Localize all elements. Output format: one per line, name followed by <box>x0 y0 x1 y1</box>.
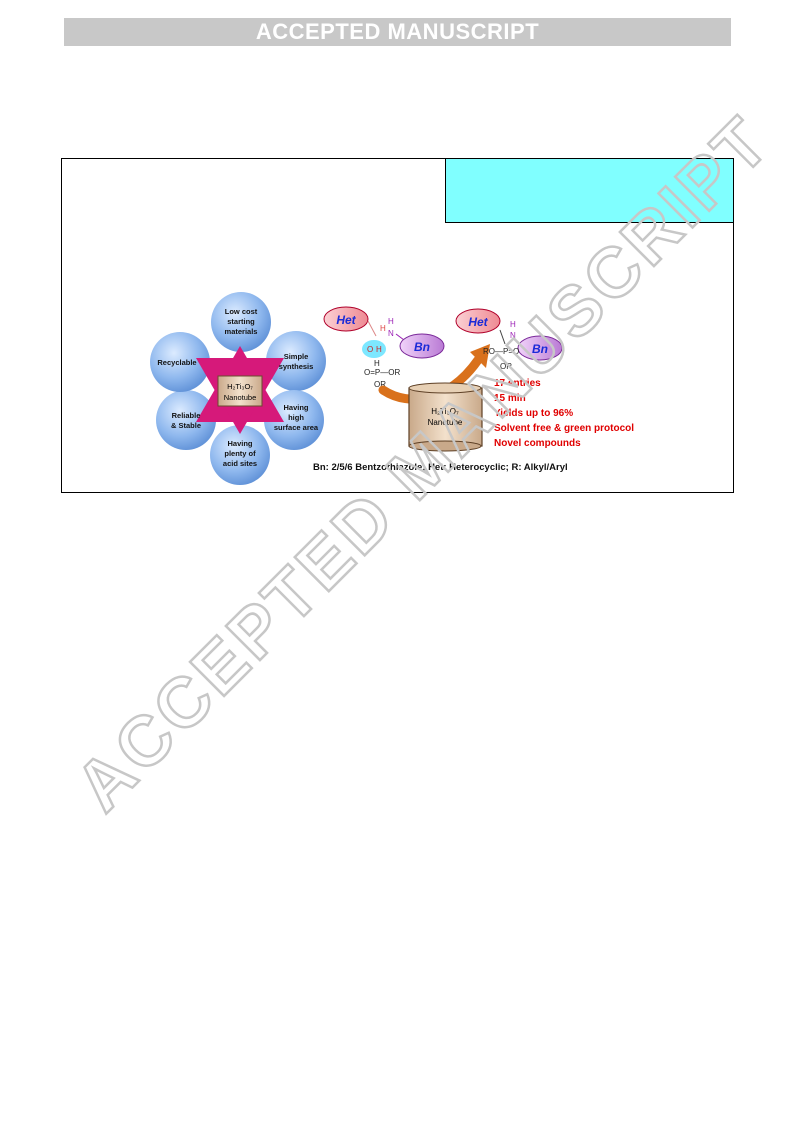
circle-recyclable <box>150 332 210 392</box>
product-bn-ellipse <box>517 335 563 361</box>
circle-reliable-stable <box>156 390 216 450</box>
circle-low-cost <box>211 292 271 352</box>
product-het-ellipse <box>455 308 501 334</box>
hexagram-diagram: H₂Ti₃O₇ Nanotube Low cost starting mater… <box>150 292 326 485</box>
het-ellipse <box>323 306 369 332</box>
reactive-highlight <box>362 340 386 358</box>
accepted-manuscript-banner: ACCEPTED MANUSCRIPT <box>64 18 731 46</box>
hexagram-center-line2: Nanotube <box>224 393 257 402</box>
product-or: OR <box>500 362 512 371</box>
circle-acid-sites <box>210 425 270 485</box>
reactant-h2: H <box>388 317 394 326</box>
nanotube-scroll-small <box>217 375 263 407</box>
catalyst-line1: H₂Ti₃O₇ <box>431 407 459 416</box>
results-list: 17 entries 15 min Yields up to 96% Solve… <box>494 378 634 449</box>
circle-label: materials <box>225 327 258 336</box>
circle-label: high <box>288 413 304 422</box>
circle-label: & Stable <box>171 421 201 430</box>
bn-ellipse <box>399 333 445 359</box>
circle-label: starting <box>227 317 255 326</box>
product-bn-label: Bn <box>532 342 548 356</box>
bn-label: Bn <box>414 340 430 354</box>
catalyst-line2: Nanotube <box>428 418 463 427</box>
result-item: Yields up to 96% <box>494 408 573 419</box>
catalyst-scroll: H₂Ti₃O₇ Nanotube <box>408 382 483 452</box>
circle-label: Having <box>283 403 308 412</box>
abbreviations-footnote: Bn: 2/5/6 Bentzothiazole; Het: Heterocyc… <box>313 462 568 473</box>
reactant-or: OR <box>374 380 386 389</box>
reactant-p-h: H <box>374 359 380 368</box>
circle-label: Reliable <box>172 411 201 420</box>
product-n: N <box>510 331 516 340</box>
circle-label: Recyclable <box>157 358 196 367</box>
result-item: 17 entries <box>494 378 541 389</box>
product-het-label: Het <box>468 315 488 329</box>
circle-simple-synthesis <box>266 331 326 391</box>
reactant-h1: H <box>380 324 386 333</box>
highlight-box <box>445 158 734 223</box>
circle-label: surface area <box>274 423 319 432</box>
product-h: H <box>510 320 516 329</box>
circle-label: synthesis <box>279 362 314 371</box>
circle-label: Having <box>227 439 252 448</box>
reactant-n: N <box>388 329 394 338</box>
hexagram-center-line1: H₂Ti₃O₇ <box>227 382 253 391</box>
product-p-line: RO—P=O <box>483 347 519 356</box>
reactant-p-line: O=P—OR <box>364 368 400 377</box>
circle-label: plenty of <box>224 449 256 458</box>
het-label: Het <box>336 313 356 327</box>
graphical-abstract-frame <box>61 158 734 493</box>
circle-surface-area <box>264 390 324 450</box>
reactant-structure: Het H H N Bn O H H O=P—OR OR <box>323 306 445 389</box>
circle-label: Low cost <box>225 307 258 316</box>
result-item: 15 min <box>494 393 526 404</box>
result-item: Novel compounds <box>494 438 581 449</box>
reactant-o: O <box>367 345 373 354</box>
result-item: Solvent free & green protocol <box>494 423 634 434</box>
product-structure: Het H N Bn RO—P=O OR <box>455 308 563 371</box>
circle-label: acid sites <box>223 459 257 468</box>
reactant-h-oxy: H <box>376 345 382 354</box>
circle-label: Simple <box>284 352 309 361</box>
